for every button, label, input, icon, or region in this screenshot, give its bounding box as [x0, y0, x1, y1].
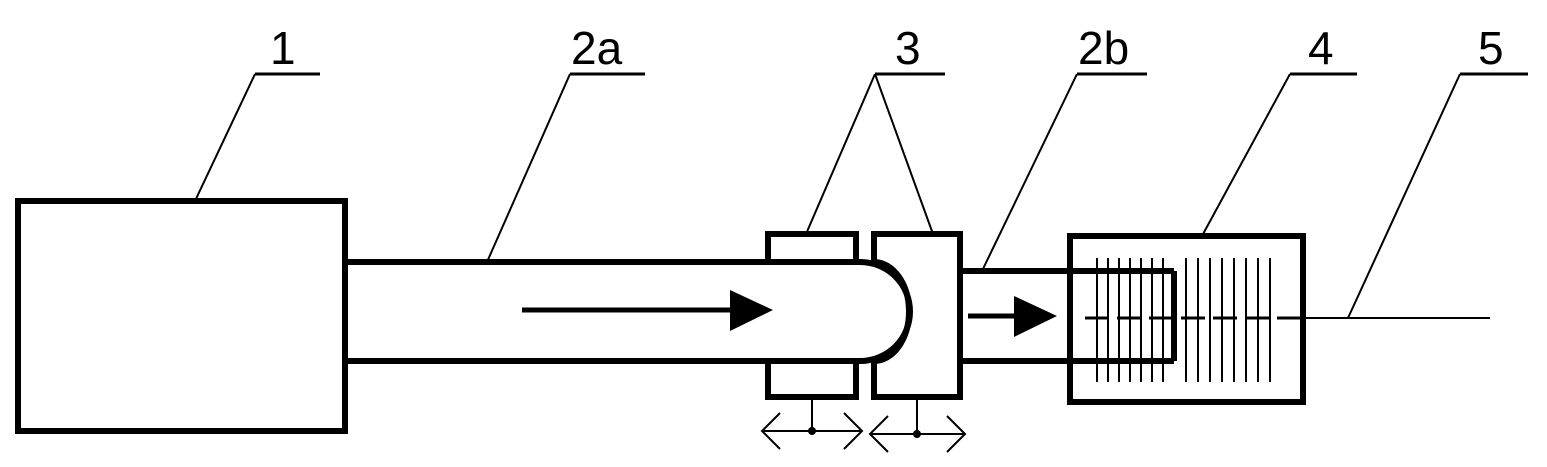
grating-lines: [1096, 258, 1271, 382]
clamp-left: [765, 231, 859, 400]
adjust-arrow-left: [760, 397, 864, 450]
label-2b: 2b: [1078, 22, 1129, 74]
callout-4: 4: [1201, 22, 1357, 237]
label-2a: 2a: [571, 22, 623, 74]
callout-2b: 2b: [981, 22, 1147, 272]
callout-3: 3: [805, 22, 945, 235]
label-5: 5: [1478, 22, 1504, 74]
flow-arrow-2b: [968, 296, 1057, 337]
callout-2a: 2a: [486, 22, 645, 263]
label-3: 3: [895, 22, 921, 74]
clamp-right: [871, 231, 963, 400]
callout-1: 1: [194, 22, 320, 202]
flow-arrow-2a: [522, 290, 773, 331]
label-1: 1: [270, 22, 296, 74]
label-4: 4: [1308, 22, 1334, 74]
callout-5: 5: [1347, 22, 1528, 319]
source-box: [15, 198, 348, 434]
adjust-arrow-right: [868, 397, 967, 453]
